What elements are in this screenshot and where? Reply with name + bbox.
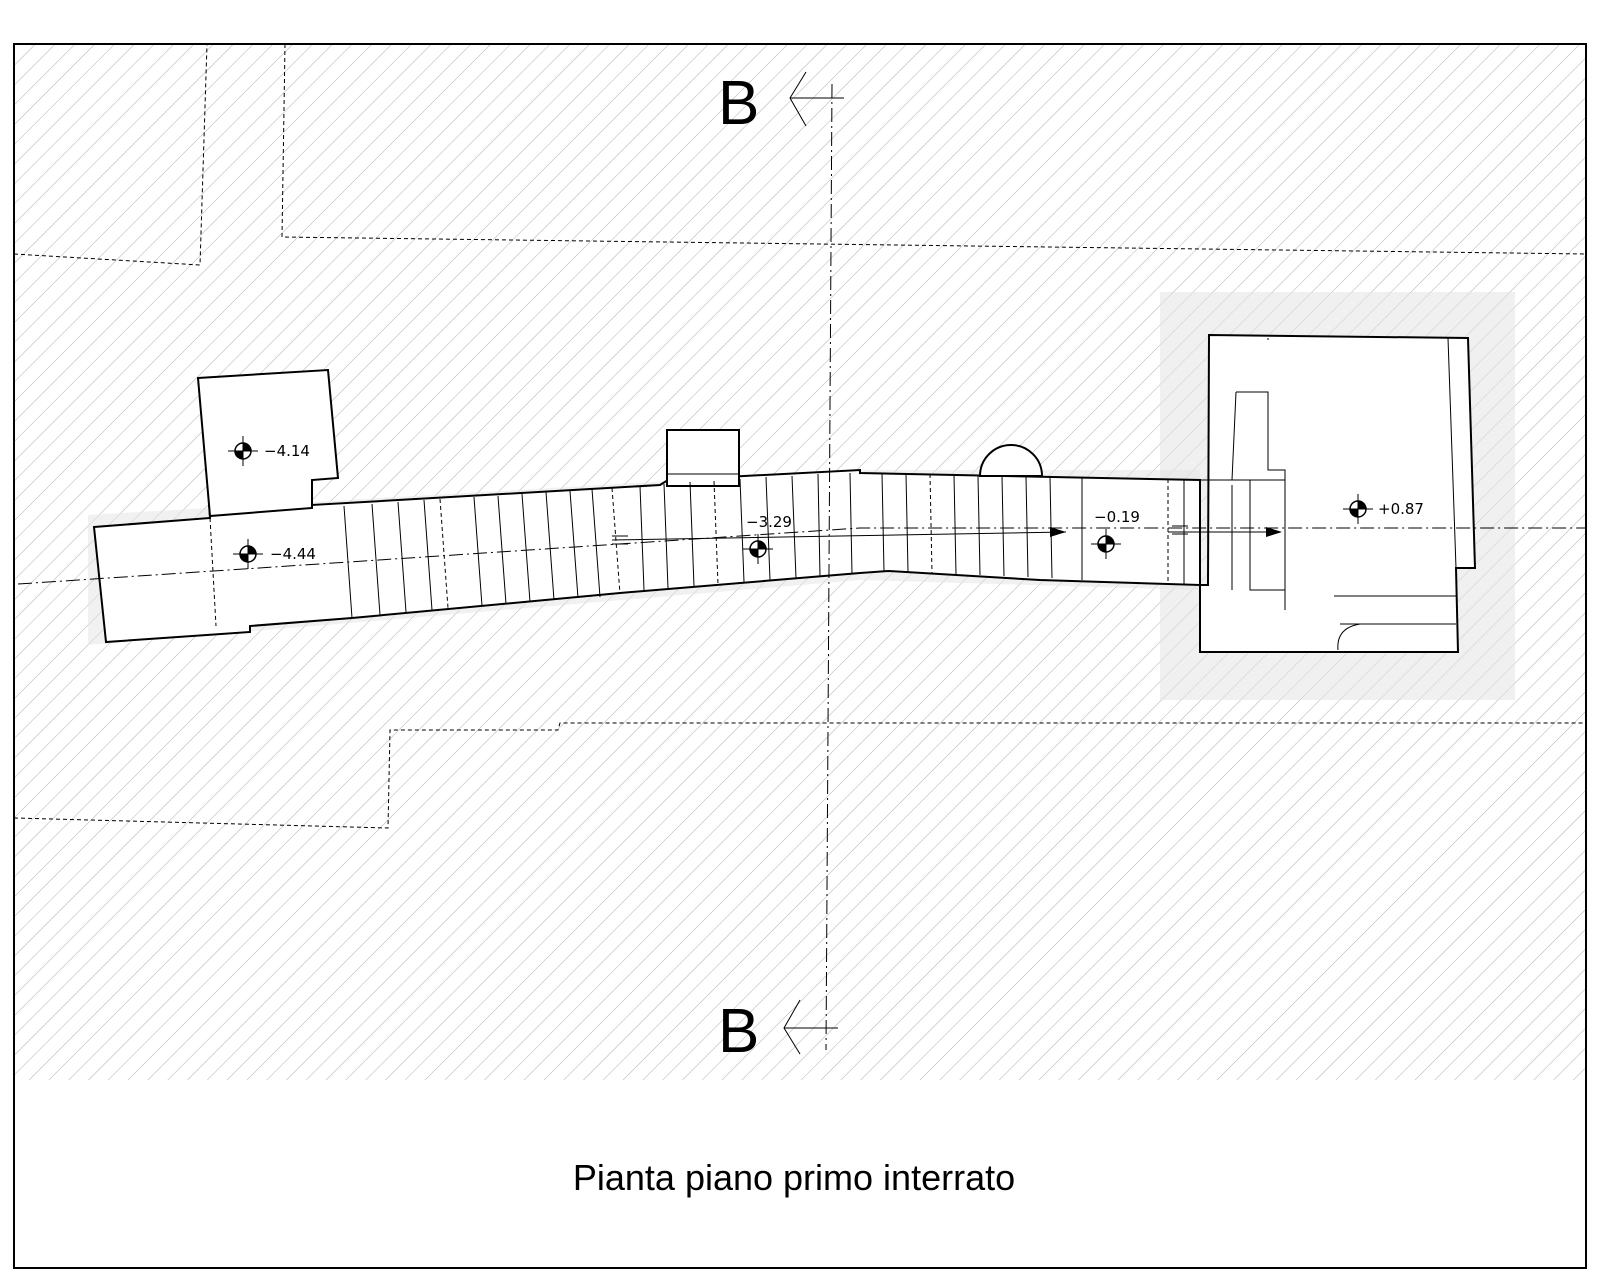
corridor-steps-middle xyxy=(639,472,1185,591)
elevation-label-corridor-end: −0.19 xyxy=(1094,508,1140,526)
corridor-apse xyxy=(978,444,1044,477)
left-room xyxy=(196,368,340,518)
elevation-label-room-left: −4.14 xyxy=(264,442,310,460)
drawing-frame xyxy=(13,43,1587,1269)
elevation-marker-room-right: +0.87 xyxy=(1343,494,1424,524)
stair-walk-line-left xyxy=(611,531,1067,541)
walk-arrow-head-left xyxy=(1050,527,1066,537)
section-arrow-bottom xyxy=(783,999,838,1055)
right-room xyxy=(1199,333,1477,653)
corridor-niche xyxy=(666,429,740,487)
elevation-marker-room-left: −4.14 xyxy=(228,436,310,466)
section-arrow-top xyxy=(789,71,844,127)
elevation-marker-corridor-mid: −3.29 xyxy=(743,513,792,564)
elevation-marker-corridor-end: −0.19 xyxy=(1091,508,1140,559)
section-line-b xyxy=(825,83,833,1051)
section-marker-bottom: B xyxy=(718,997,759,1066)
right-room-stair xyxy=(1200,479,1286,591)
walk-start-tick-right xyxy=(1172,525,1188,535)
walk-start-tick-left xyxy=(612,535,628,545)
walk-arrow-head-right xyxy=(1266,527,1282,537)
corridor-axis xyxy=(17,527,1586,585)
elevation-label-room-right: +0.87 xyxy=(1378,500,1424,518)
drawing-caption: Pianta piano primo interrato xyxy=(573,1157,1015,1198)
section-marker-top: B xyxy=(718,69,759,138)
elevation-label-corridor-mid: −3.29 xyxy=(746,513,792,531)
building-outline-top-right xyxy=(281,43,1587,255)
title-panel xyxy=(14,1080,1586,1268)
elevation-marker-corridor-start: −4.44 xyxy=(233,539,316,569)
building-outline-bottom-left xyxy=(13,722,1586,829)
elevation-label-corridor-start: −4.44 xyxy=(270,545,316,563)
right-room-inner-walls xyxy=(1231,337,1457,651)
